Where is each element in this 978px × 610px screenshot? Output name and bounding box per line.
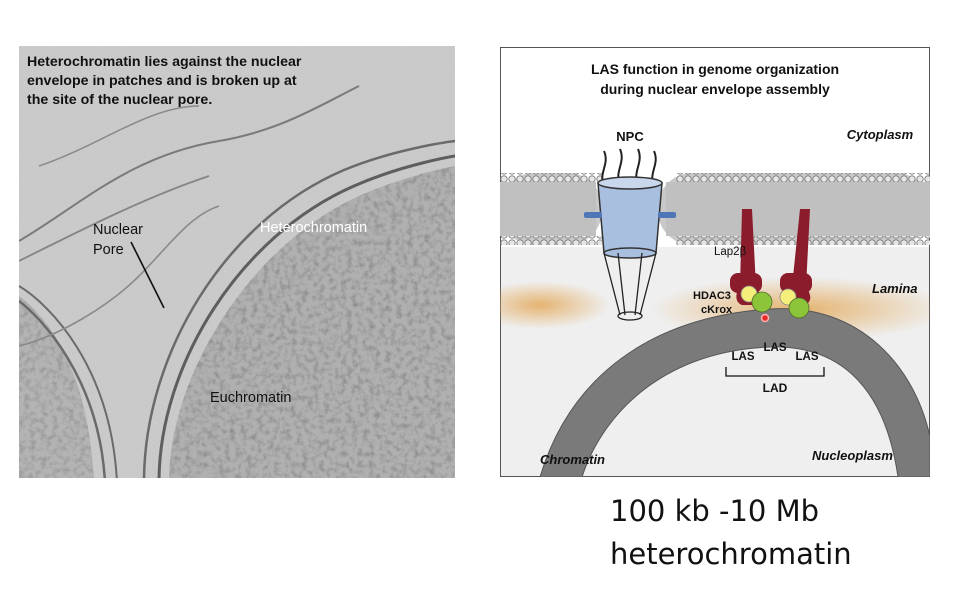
label-las-left: LAS (732, 351, 755, 363)
nuclear-envelope-left (500, 173, 602, 245)
las-diagram: LAS function in genome organization duri… (500, 47, 930, 477)
label-cytoplasm: Cytoplasm (847, 127, 914, 142)
label-heterochromatin: Heterochromatin (260, 220, 367, 236)
caption-size-range: 100 kb -10 Mb (610, 494, 820, 528)
label-lad: LAD (763, 381, 788, 395)
ckrox-marker-1 (751, 291, 773, 313)
electron-micrograph: Heterochromatin lies against the nuclear… (19, 46, 455, 478)
nuclear-envelope-right (658, 173, 930, 245)
label-lap2b: Lap2β (714, 246, 747, 258)
label-chromatin: Chromatin (540, 452, 605, 467)
micrograph-note-line-3: the site of the nuclear pore. (27, 92, 212, 108)
label-ckrox: cKrox (701, 304, 733, 316)
label-hdac3: HDAC3 (693, 290, 731, 302)
diagram-title-line-2: during nuclear envelope assembly (600, 81, 830, 97)
label-euchromatin: Euchromatin (210, 390, 291, 406)
nuclear-pore-pointer (130, 241, 165, 309)
binding-site-dot (760, 313, 770, 323)
label-npc: NPC (616, 129, 644, 144)
label-las-right: LAS (796, 351, 819, 363)
micrograph-note-line-1: Heterochromatin lies against the nuclear (27, 54, 302, 70)
label-nuclear-pore-line-1: Nuclear (93, 222, 143, 238)
npc-complex (584, 148, 676, 321)
micrograph-note-line-2: envelope in patches and is broken up at (27, 73, 297, 89)
lad-bracket (725, 367, 825, 377)
label-lamina: Lamina (872, 281, 918, 296)
label-las-mid: LAS (764, 342, 787, 354)
ckrox-marker-2 (788, 297, 810, 319)
chromatin-fibre (539, 308, 930, 477)
caption-heterochromatin: heterochromatin (610, 537, 852, 571)
label-nuclear-pore-line-2: Pore (93, 242, 124, 258)
label-nucleoplasm: Nucleoplasm (812, 448, 893, 463)
diagram-title-line-1: LAS function in genome organization (591, 61, 839, 77)
